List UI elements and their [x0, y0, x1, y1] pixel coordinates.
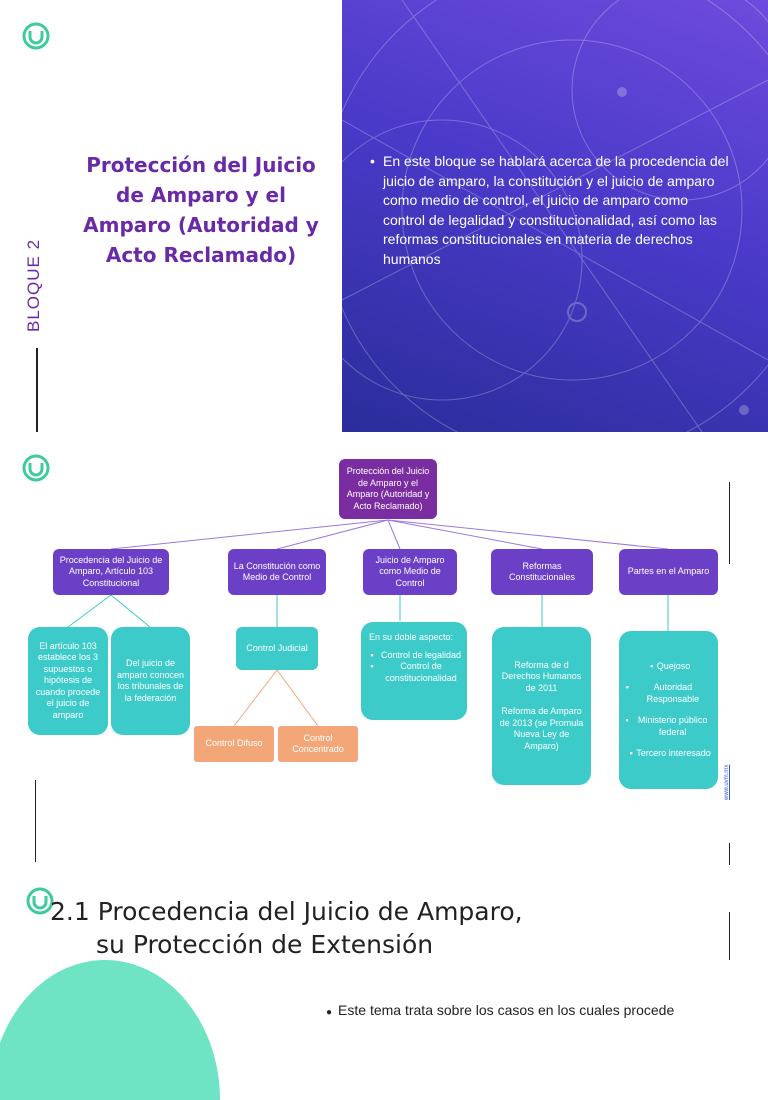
intro-panel	[342, 0, 768, 432]
branch-procedencia: Procedencia del Juicio de Amparo, Artícu…	[53, 549, 169, 595]
section-title: 2.1 Procedencia del Juicio de Amparo, su…	[50, 897, 523, 959]
tribunales-box: Del juicio de amparo conocen los tribuna…	[111, 627, 190, 735]
left-divider	[35, 780, 36, 862]
list-item: ▪Quejoso	[650, 660, 691, 671]
list-item: ▪Control de legalidad	[370, 649, 462, 660]
divider-line	[36, 348, 38, 432]
doble-aspecto-list: ▪Control de legalidad ▪Control de consti…	[365, 650, 463, 685]
branch-constitucion: La Constitución como Medio de Control	[228, 549, 326, 595]
logo-icon	[26, 887, 54, 915]
list-item: ▪Tercero interesado	[629, 748, 711, 758]
list-item: ▪Ministerio público federal	[625, 715, 708, 737]
branch-juicio-control: Juicio de Amparo como Medio de Control	[363, 549, 457, 595]
reforma-2011: Reforma de d Derechos Humanos de 2011	[501, 659, 582, 693]
block-label: BLOQUE 2	[24, 238, 43, 332]
reforma-2013: Reforma de Amparo de 2013 (se Promula Nu…	[499, 706, 584, 751]
section-bullet: ●Este tema trata sobre los casos en los …	[326, 1002, 675, 1018]
control-judicial-box: Control Judicial	[236, 627, 318, 670]
control-difuso-box: Control Difuso	[194, 726, 274, 762]
right-divider	[729, 843, 730, 865]
diagram-root: Protección del Juicio de Amparo y el Amp…	[339, 459, 437, 519]
list-item: ▪Autoridad Responsable	[625, 682, 700, 704]
reformas-box: Reforma de d Derechos Humanos de 2011 Re…	[492, 627, 591, 785]
control-concentrado-box: Control Concentrado	[278, 726, 358, 762]
decorative-wedge	[0, 960, 220, 1100]
logo-icon	[22, 454, 50, 482]
right-divider	[729, 482, 730, 564]
intro-text: • En este bloque se hablará acerca de la…	[370, 153, 729, 267]
branch-partes: Partes en el Amparo	[619, 549, 718, 595]
list-item: ▪Control de constitucionalidad	[370, 661, 457, 683]
diagram-connectors	[67, 519, 669, 727]
side-link[interactable]: www.uvm.mx	[724, 764, 730, 800]
partes-box: ▪Quejoso ▪Autoridad Responsable ▪Ministe…	[619, 631, 718, 789]
art103-box: El artículo 103 establece los 3 supuesto…	[28, 627, 108, 735]
logo-icon	[22, 22, 50, 50]
doble-aspecto-heading: En su doble aspecto:	[369, 632, 454, 642]
doble-aspecto-box: En su doble aspecto: ▪Control de legalid…	[361, 622, 467, 720]
slide-title: Protección del Juicio de Amparo y el Amp…	[83, 153, 319, 267]
branch-reformas: Reformas Constitucionales	[491, 549, 593, 595]
right-divider	[729, 912, 730, 960]
